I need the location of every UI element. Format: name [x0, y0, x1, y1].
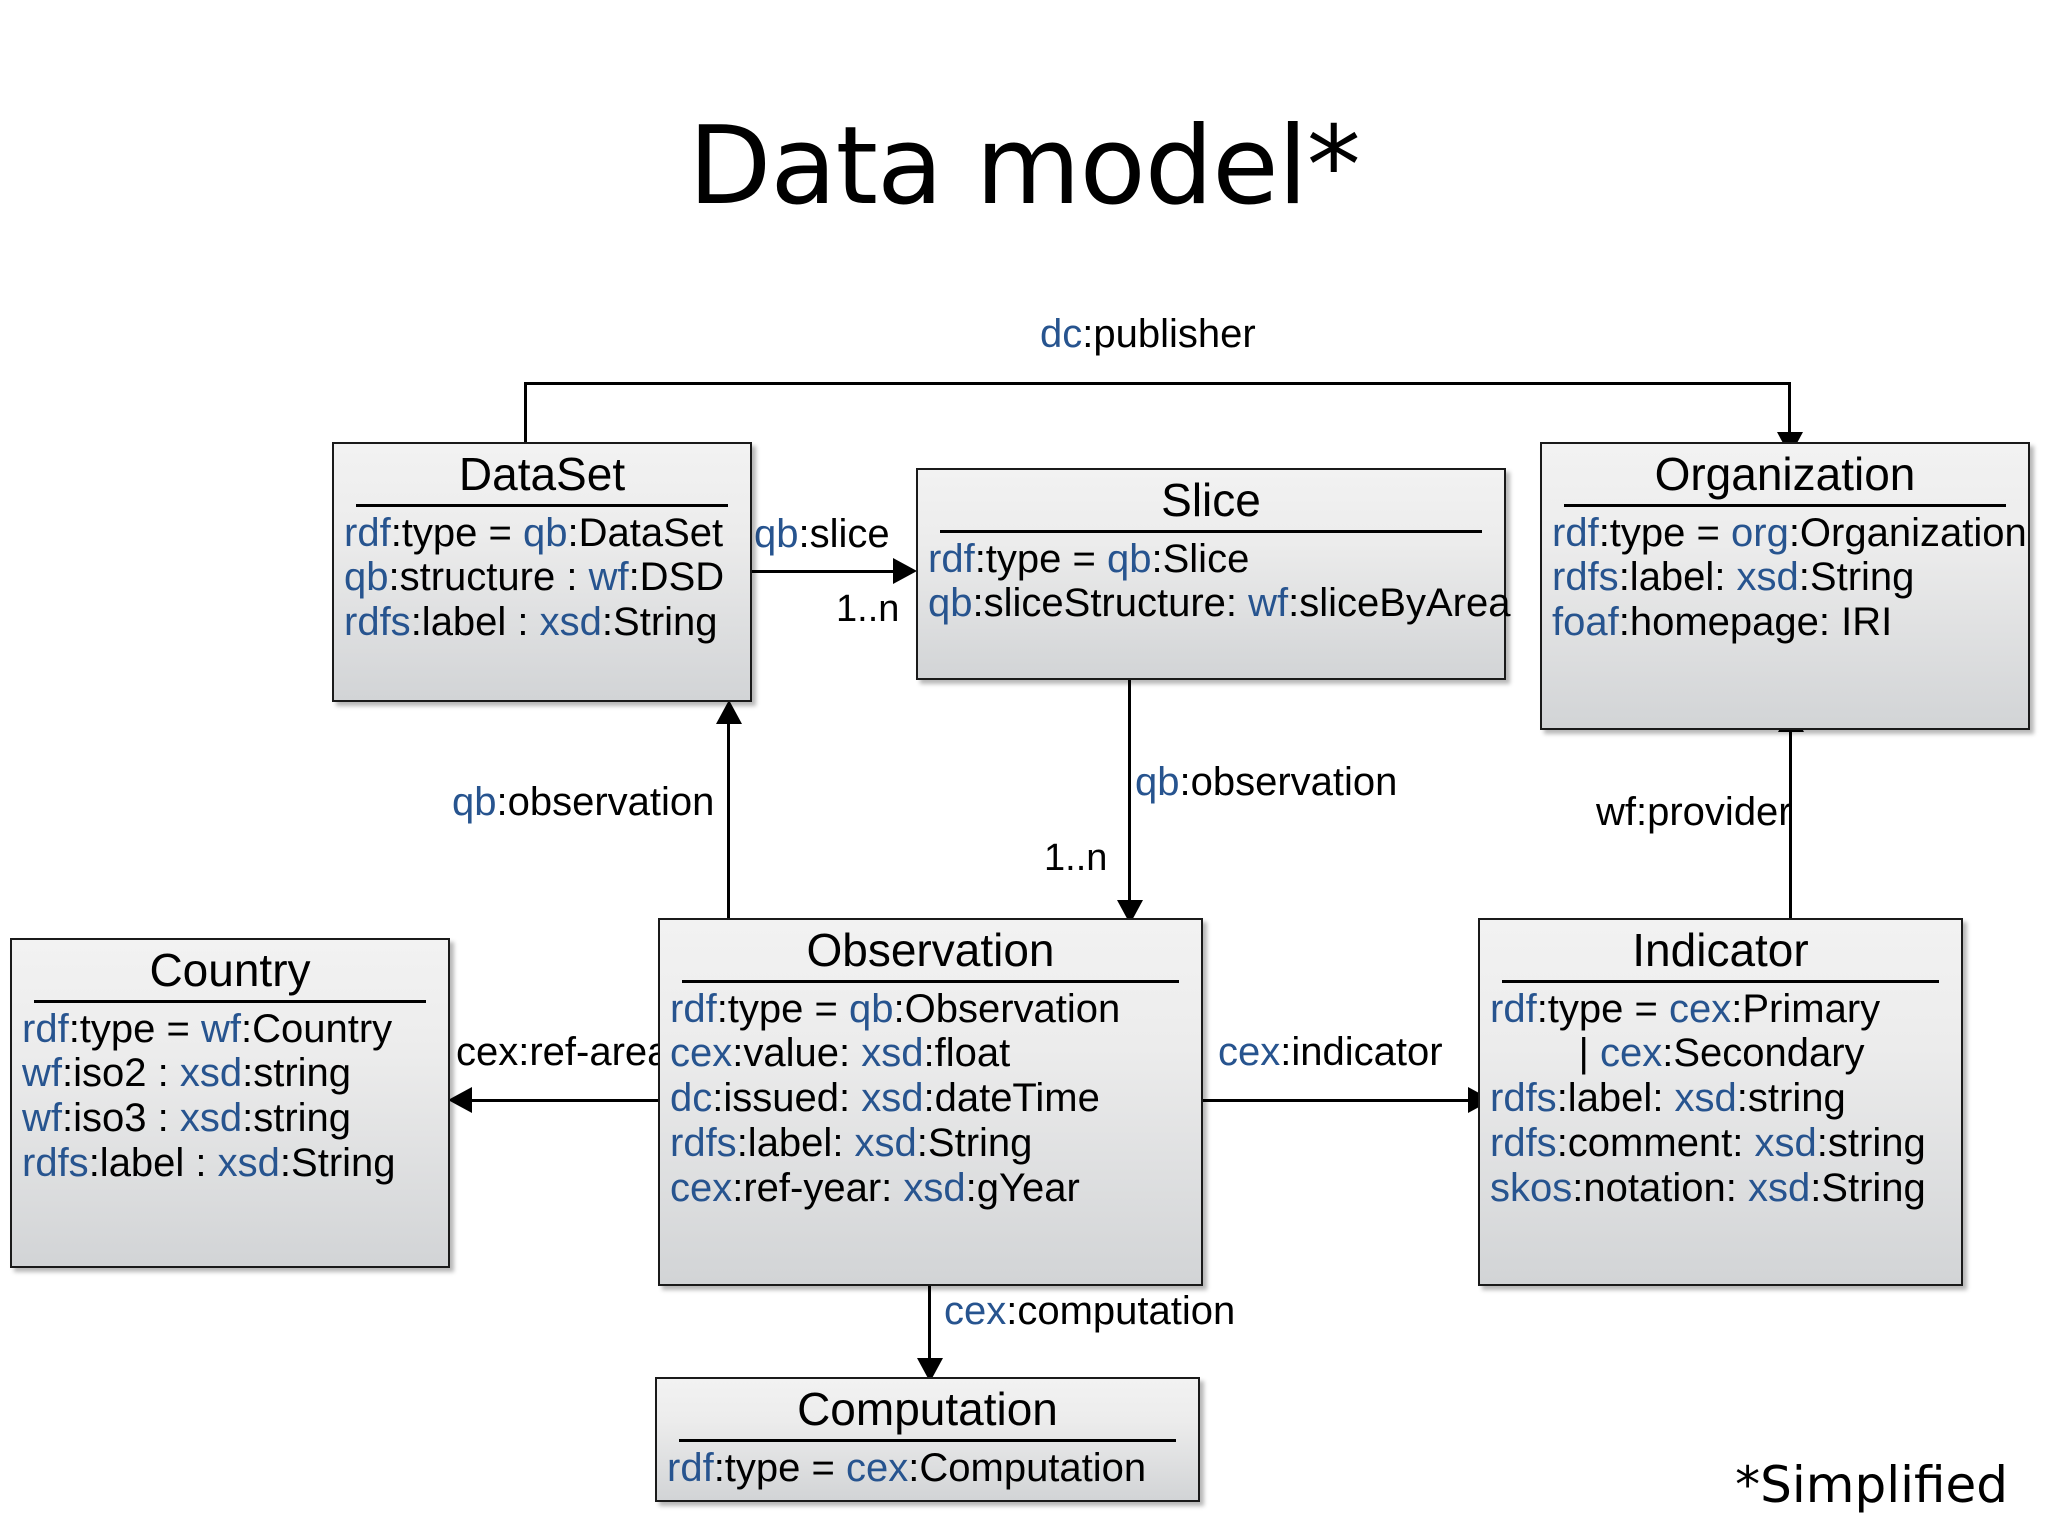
class-name-computation: Computation [797, 1383, 1058, 1435]
class-attr: rdfs:label : xsd:String [22, 1141, 396, 1186]
class-attr: rdf:type = cex:Computation [667, 1445, 1147, 1490]
edge-label-ref-area-text: cex:ref-area [456, 1030, 670, 1074]
class-attr: qb:structure : wf:DSD [344, 555, 725, 600]
class-attr: rdfs:label: xsd:string [1490, 1076, 1846, 1121]
slice-edge-segment [752, 570, 902, 573]
edge-label-dataset-observation-rest: :observation [496, 780, 715, 824]
class-name-country: Country [149, 944, 311, 996]
class-attr: rdf:type = wf:Country [22, 1006, 393, 1051]
class-attr: skos:notation: xsd:String [1490, 1165, 1926, 1210]
class-rule-dataset [356, 503, 728, 507]
class-attrs-computation: rdf:type = cex:Computation [657, 1446, 1198, 1491]
class-attr: dc:issued: xsd:dateTime [670, 1076, 1100, 1121]
class-attr: | cex:Secondary [1578, 1031, 1865, 1076]
edge-label-dataset-observation-prefix: qb [452, 780, 497, 824]
class-box-computation[interactable]: Computation rdf:type = cex:Computation [655, 1377, 1200, 1502]
edge-cardinality-slice: 1..n [836, 588, 900, 630]
class-attr: qb:sliceStructure: wf:sliceByArea [928, 581, 1511, 626]
publisher-edge-segment-up [524, 382, 527, 448]
publisher-edge-segment-across [524, 382, 1791, 385]
class-rule-organization [1564, 503, 2006, 507]
class-box-country[interactable]: Country rdf:type = wf:Country wf:iso2 : … [10, 938, 450, 1268]
edge-label-slice-rest: :slice [798, 512, 890, 556]
class-rule-slice [940, 529, 1482, 533]
class-box-observation[interactable]: Observation rdf:type = qb:Observation ce… [658, 918, 1203, 1286]
class-attrs-slice: rdf:type = qb:Slice qb:sliceStructure: w… [918, 536, 1511, 627]
class-attr: rdf:type = qb:Slice [928, 536, 1250, 581]
class-attr: cex:value: xsd:float [670, 1031, 1011, 1076]
class-attr: wf:iso2 : xsd:string [22, 1051, 352, 1096]
edge-label-publisher: dc:publisher [1040, 312, 1256, 356]
refarea-arrowhead-icon [448, 1087, 472, 1113]
slice-observation-edge-segment [1128, 680, 1131, 918]
indicator-edge-segment [1203, 1099, 1478, 1102]
class-name-observation: Observation [806, 924, 1055, 976]
publisher-edge-segment-down [1788, 382, 1791, 442]
edge-label-computation-prefix: cex [944, 1289, 1007, 1333]
class-rule-indicator [1502, 979, 1939, 983]
class-box-indicator[interactable]: Indicator rdf:type = cex:Primary | cex:S… [1478, 918, 1963, 1286]
dataset-observation-edge-segment [727, 722, 730, 922]
class-rule-observation [682, 979, 1179, 983]
class-attr: rdfs:comment: xsd:string [1490, 1121, 1926, 1166]
computation-edge-segment [928, 1283, 931, 1379]
class-attrs-dataset: rdf:type = qb:DataSet qb:structure : wf:… [334, 511, 750, 645]
class-name-organization: Organization [1654, 448, 1916, 500]
class-attrs-organization: rdf:type = org:Organization rdfs:label: … [1542, 511, 2028, 645]
provider-edge-segment [1789, 730, 1792, 922]
class-attr: rdf:type = cex:Primary [1490, 986, 1881, 1031]
edge-label-slice: qb:slice [754, 512, 890, 556]
edge-label-indicator: cex:indicator [1218, 1030, 1443, 1074]
class-attrs-observation: rdf:type = qb:Observation cex:value: xsd… [660, 987, 1201, 1211]
page-title: Data model* [688, 104, 1361, 229]
class-attr: rdf:type = org:Organization [1552, 510, 2027, 555]
class-name-dataset: DataSet [458, 448, 626, 500]
edge-label-slice-observation-rest: :observation [1179, 760, 1398, 804]
class-attrs-indicator: rdf:type = cex:Primary | cex:Secondary r… [1480, 987, 1961, 1211]
dataset-observation-arrowhead-icon [716, 700, 742, 724]
class-attr: rdf:type = qb:Observation [670, 986, 1121, 1031]
class-attr: rdfs:label : xsd:String [344, 600, 718, 645]
class-attr: rdfs:label: xsd:String [1552, 555, 1915, 600]
slice-arrowhead-icon [893, 558, 917, 584]
class-attr: foaf:homepage: IRI [1552, 600, 1893, 645]
footnote-simplified: *Simplified [1735, 1456, 2008, 1514]
edge-label-provider-text: wf:provider [1596, 790, 1792, 834]
edge-label-computation-rest: :computation [1006, 1289, 1236, 1333]
edge-cardinality-slice-observation: 1..n [1044, 837, 1108, 879]
edge-label-computation: cex:computation [944, 1289, 1235, 1333]
class-attr: rdfs:label: xsd:String [670, 1121, 1033, 1166]
edge-label-slice-observation-prefix: qb [1135, 760, 1180, 804]
class-rule-country [34, 999, 426, 1003]
class-box-slice[interactable]: Slice rdf:type = qb:Slice qb:sliceStruct… [916, 468, 1511, 680]
refarea-edge-segment [470, 1099, 660, 1102]
edge-label-publisher-rest: :publisher [1082, 312, 1256, 356]
class-box-organization[interactable]: Organization rdf:type = org:Organization… [1540, 442, 2030, 730]
edge-label-indicator-rest: :indicator [1280, 1030, 1443, 1074]
class-name-indicator: Indicator [1632, 924, 1809, 976]
class-box-dataset[interactable]: DataSet rdf:type = qb:DataSet qb:structu… [332, 442, 752, 702]
edge-label-indicator-prefix: cex [1218, 1030, 1281, 1074]
class-attr: wf:iso3 : xsd:string [22, 1096, 352, 1141]
class-attr: cex:ref-year: xsd:gYear [670, 1165, 1080, 1210]
edge-label-slice-prefix: qb [754, 512, 799, 556]
class-rule-computation [679, 1438, 1176, 1442]
class-name-slice: Slice [1161, 474, 1261, 526]
class-attr: rdf:type = qb:DataSet [344, 510, 724, 555]
edge-label-ref-area: cex:ref-area [456, 1030, 669, 1074]
edge-label-publisher-prefix: dc [1040, 312, 1083, 356]
edge-label-provider: wf:provider [1596, 790, 1792, 834]
class-attrs-country: rdf:type = wf:Country wf:iso2 : xsd:stri… [12, 1007, 448, 1186]
edge-label-slice-observation: qb:observation [1135, 760, 1397, 804]
edge-label-dataset-observation: qb:observation [452, 780, 714, 824]
